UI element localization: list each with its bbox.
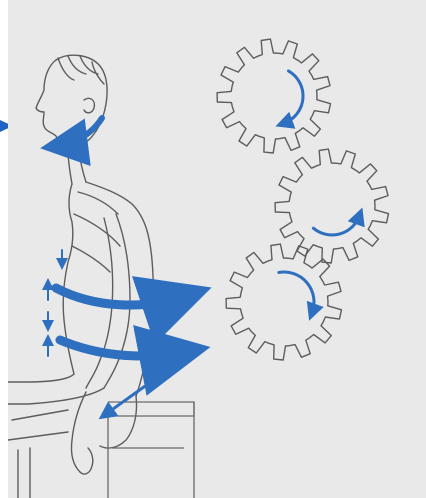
illustration-panel: [8, 0, 426, 498]
posture-gear-diagram: [8, 0, 426, 498]
